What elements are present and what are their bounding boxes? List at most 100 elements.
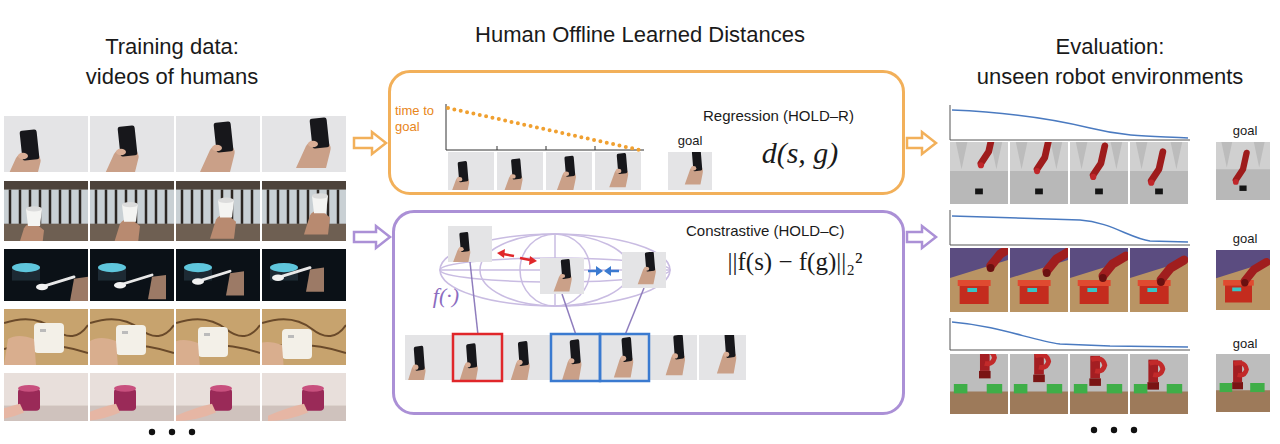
robot-frame (1010, 248, 1070, 312)
video-frame (405, 335, 452, 386)
video-frame (450, 161, 469, 196)
human-video-row (176, 249, 260, 301)
human-video-row (252, 329, 312, 371)
human-video-row (4, 249, 88, 301)
video-frame (546, 152, 592, 190)
positive-highlight (551, 334, 600, 381)
video-frame (448, 152, 494, 195)
human-video-row (4, 249, 346, 301)
video-frame (458, 343, 477, 384)
video-frame (699, 333, 746, 380)
frame-label: goal (1233, 336, 1258, 352)
ellipsis-dots (149, 429, 155, 435)
robot-frame (1090, 146, 1105, 180)
human-video-row (304, 193, 330, 234)
human-video-row (262, 249, 346, 301)
video-frame (448, 226, 492, 265)
human-video-row (176, 116, 260, 172)
video-frame (510, 341, 529, 382)
robot-frame (1070, 248, 1128, 312)
attract-arrow (610, 270, 619, 273)
panel-heading: unseen robot environments (977, 64, 1244, 90)
robot-frame (950, 354, 1008, 414)
distance-formula: ||f(s) − f(g)||₂² (727, 247, 862, 277)
video-frame (622, 252, 666, 288)
human-video-row (114, 202, 140, 243)
robot-frame (979, 348, 994, 378)
video-frame (454, 335, 501, 380)
human-video-row (4, 181, 88, 247)
video-frame (554, 259, 572, 292)
flow-arrow (354, 226, 390, 248)
robot-frame (1130, 142, 1188, 204)
panel-heading: videos of humans (86, 64, 258, 90)
human-video-row (176, 249, 260, 301)
human-video-row (4, 309, 88, 365)
robot-frame (1034, 140, 1049, 174)
frame-label: goal (1233, 123, 1258, 139)
video-frame (454, 335, 501, 384)
human-video-row (4, 116, 346, 180)
projection-line (470, 262, 478, 335)
attract-arrow (596, 266, 603, 276)
human-video-row (262, 116, 346, 172)
human-video-row (4, 309, 346, 371)
video-frame (650, 335, 697, 380)
robot-frame (1033, 352, 1048, 382)
video-frame (552, 335, 599, 380)
video-frame (540, 258, 584, 294)
time-to-goal-plot (446, 104, 644, 150)
diagram-title: Human Offline Learned Distances (475, 22, 805, 48)
robot-frame (987, 246, 1014, 272)
method-label: Constrastive (HOLD–C) (686, 222, 844, 240)
robot-frame (1216, 250, 1270, 310)
robot-frame (950, 142, 1008, 204)
robot-frame (1157, 260, 1184, 286)
time-to-goal-plot (497, 146, 595, 150)
robot-frame (1070, 142, 1128, 204)
projection-line (562, 294, 576, 335)
distance-curve (950, 105, 1190, 140)
robot-frame (1130, 142, 1188, 204)
human-video-row (168, 309, 260, 369)
human-video-row (90, 249, 174, 301)
repel-arrow (497, 249, 537, 265)
human-video-row (0, 373, 346, 421)
repel-arrow (529, 256, 537, 265)
human-video-row (0, 385, 40, 421)
distance-curve (952, 322, 1188, 347)
time-to-goal-plot (448, 108, 640, 150)
human-video-row (4, 249, 88, 301)
projection-line (625, 288, 644, 335)
human-video-row (210, 198, 236, 239)
human-video-row (114, 275, 166, 299)
ellipsis-dots (1091, 427, 1137, 433)
robot-frame (950, 348, 1008, 414)
attract-arrow (604, 266, 611, 276)
human-video-row (262, 181, 346, 241)
distance-curve (952, 216, 1188, 242)
ellipsis-dots (1091, 427, 1097, 433)
robot-frame (1147, 360, 1162, 390)
robot-frame (950, 134, 1008, 204)
video-frame (609, 153, 628, 188)
robot-frame (1130, 248, 1188, 312)
human-video-row (4, 323, 64, 365)
human-video-row (168, 327, 228, 369)
human-video-row (296, 117, 331, 168)
robot-frame (1010, 352, 1068, 414)
distance-curve (952, 110, 1188, 138)
robot-frame (1070, 142, 1128, 204)
time-to-goal-plot (595, 146, 596, 150)
video-frame (540, 258, 584, 294)
video-frame (668, 150, 712, 190)
human-video-row (86, 309, 174, 367)
panel-heading: Training data: (105, 34, 239, 60)
encoder-label: f(·) (433, 283, 459, 309)
human-video-row (4, 116, 88, 180)
human-video-row (0, 373, 88, 421)
robot-frame (1130, 354, 1188, 414)
video-frame (503, 335, 550, 382)
panel-group: Training data: videos of humans (0, 28, 352, 444)
